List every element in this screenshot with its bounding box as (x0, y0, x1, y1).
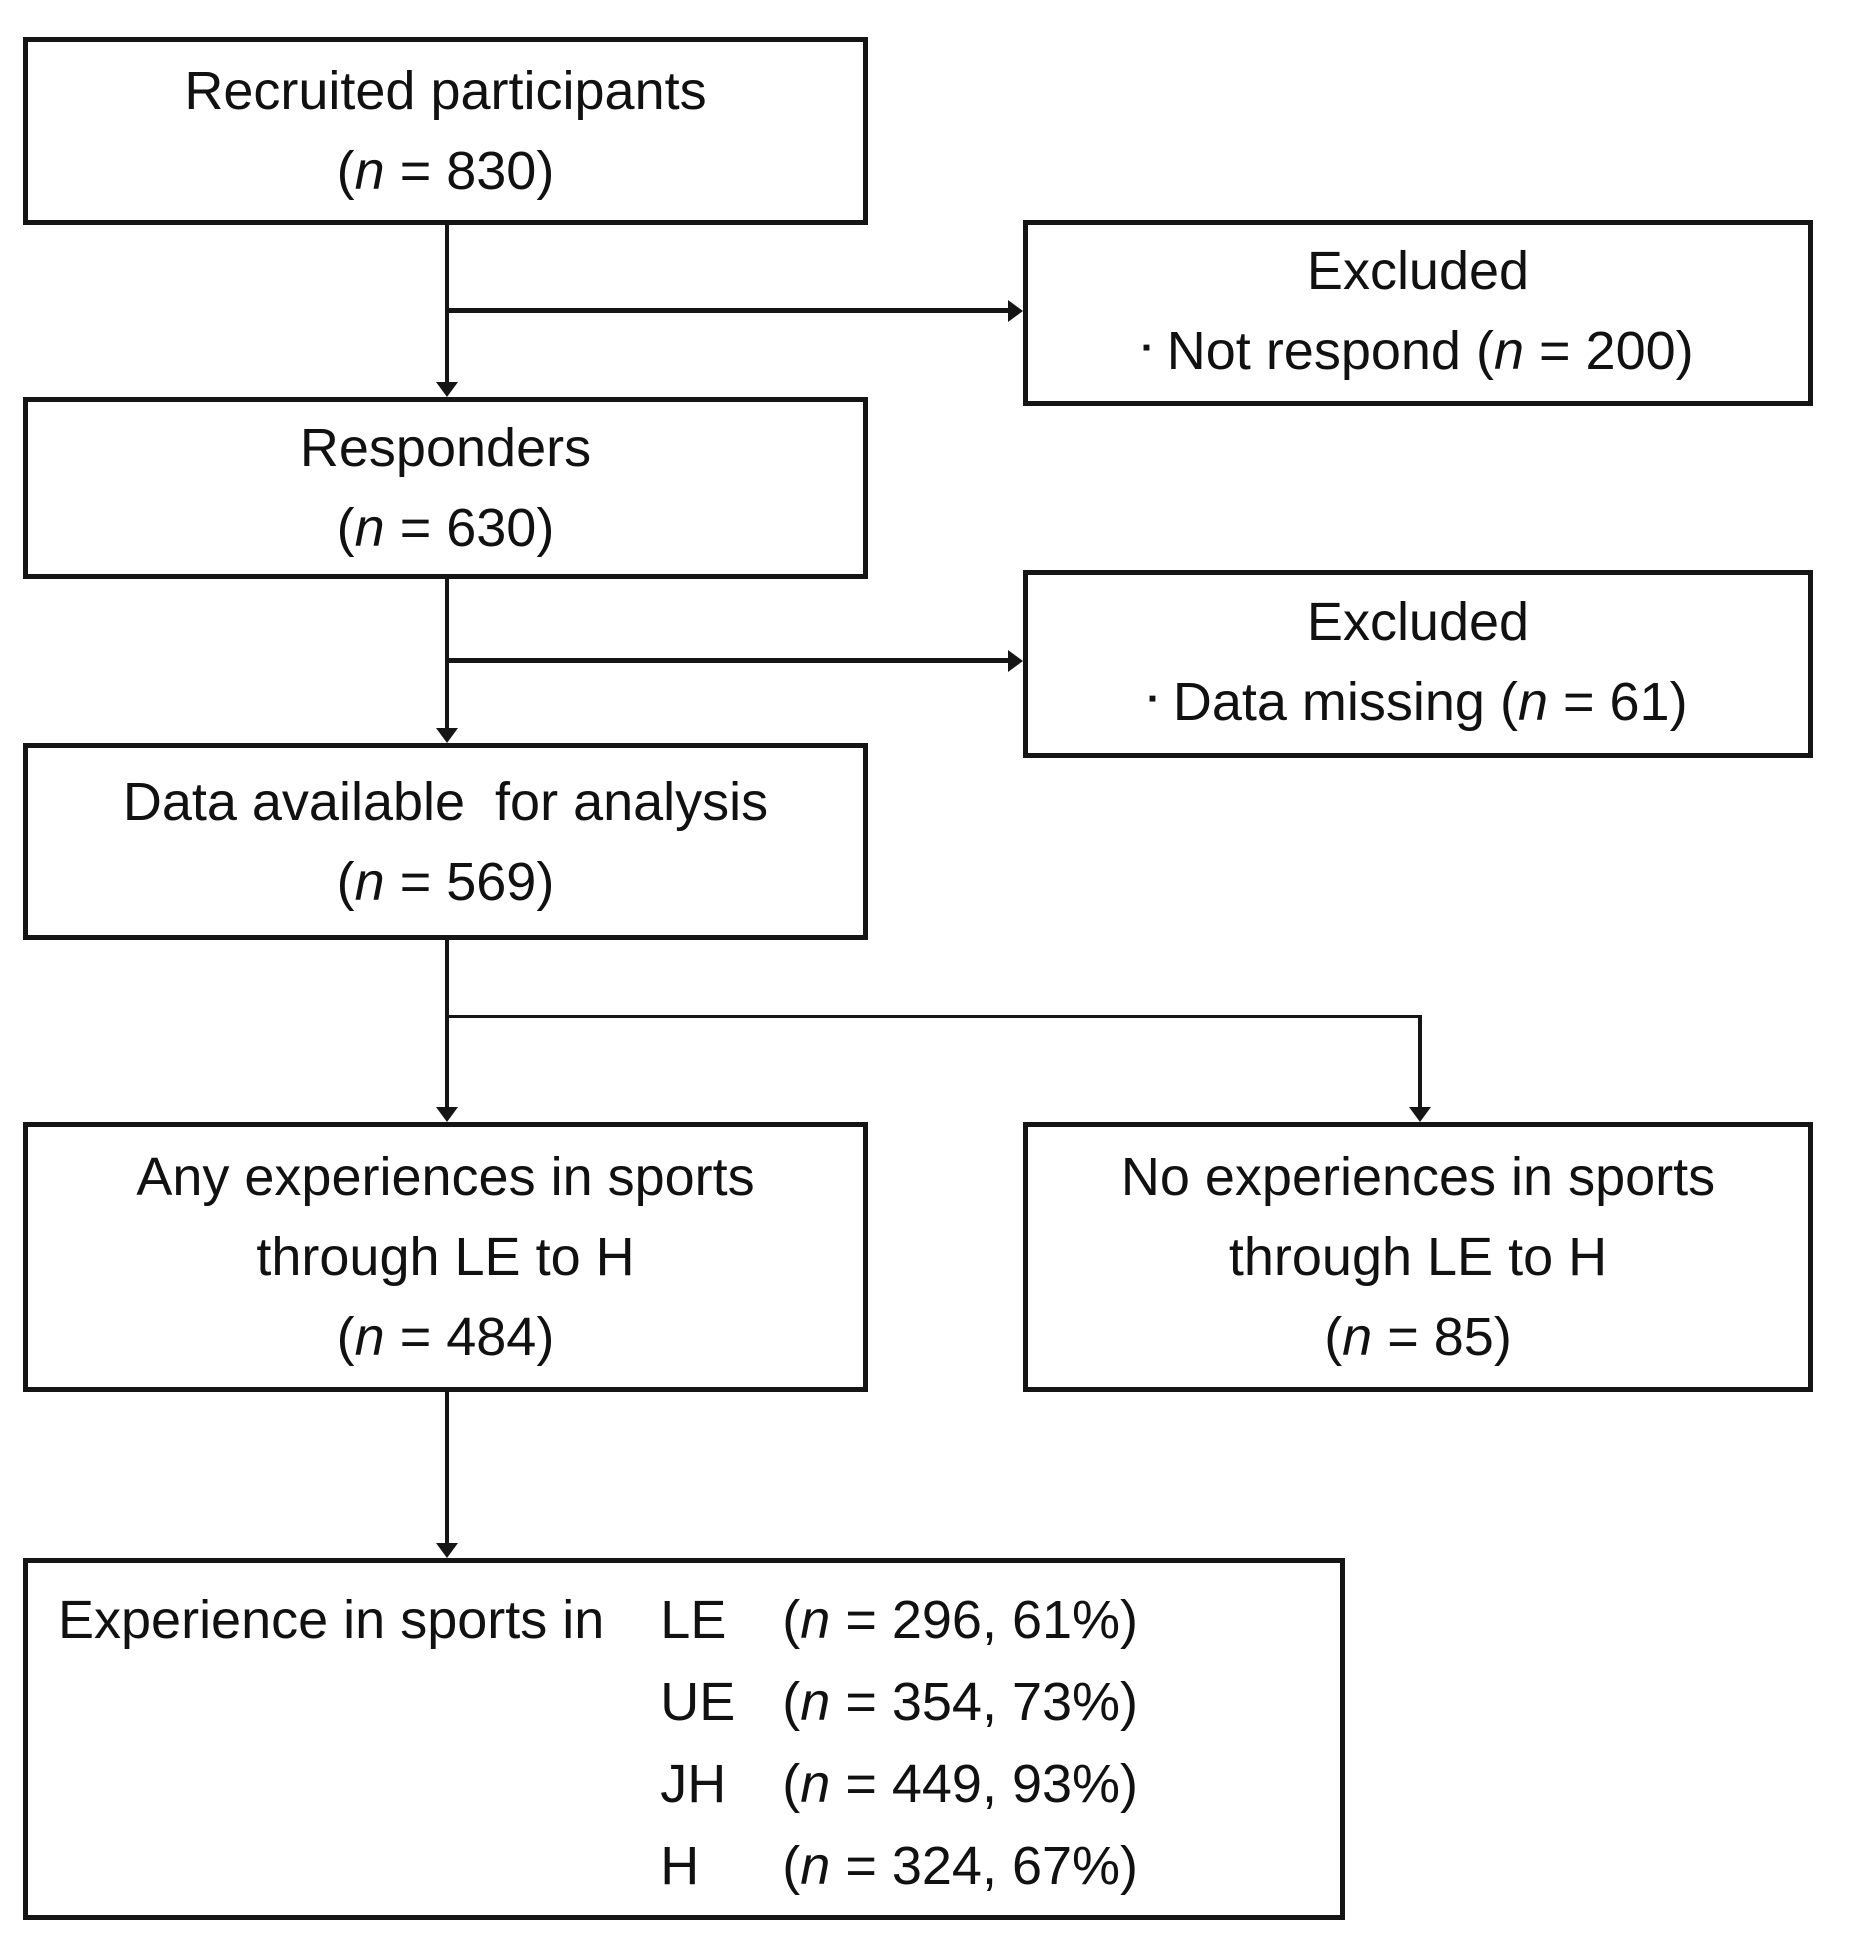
box-any-experiences: Any experiences in sports through LE to … (23, 1122, 868, 1392)
count-line: (n = 569) (336, 851, 555, 912)
square-bullet-icon: ▪ (1148, 684, 1157, 712)
box-title: Responders (299, 418, 592, 478)
experience-row: H (n = 324, 67%) (660, 1825, 1138, 1907)
n-symbol: n (354, 498, 385, 558)
count-line: (n = 830) (336, 141, 555, 201)
n-symbol: n (800, 1672, 831, 1732)
box-title: No experiences in sports (1120, 1147, 1716, 1207)
arrowhead-down-icon (436, 728, 458, 743)
excluded-item: ▪Not respond (n = 200) (1142, 311, 1693, 395)
box-recruited-participants: Recruited participants (n = 830) (23, 37, 868, 225)
n-symbol: n (1493, 321, 1524, 382)
experience-row: JH (n = 449, 93%) (660, 1743, 1138, 1825)
arrowhead-down-icon (436, 382, 458, 397)
box-data-available: Data available for analysis (n = 569) (23, 743, 868, 940)
square-bullet-icon: ▪ (1142, 333, 1151, 361)
arrowhead-down-icon (436, 1107, 458, 1122)
experience-row: UE (n = 354, 73%) (660, 1661, 1138, 1743)
n-symbol: n (354, 851, 385, 912)
n-symbol: n (354, 1307, 385, 1367)
arrowhead-right-icon (1008, 300, 1023, 322)
count-line: (n = 85) (1324, 1307, 1512, 1367)
branch-no-exp-horizontal (447, 1015, 1422, 1018)
connector-recruited-to-responders (445, 225, 449, 385)
branch-excluded-2 (447, 658, 1010, 663)
box-title: Excluded (1306, 241, 1530, 302)
row-count: (n = 296, 61%) (782, 1590, 1139, 1650)
box-excluded-data-missing: Excluded ▪Data missing (n = 61) (1023, 570, 1813, 758)
connector-responders-to-available (445, 579, 449, 729)
school-level: LE (660, 1590, 727, 1650)
excluded-item: ▪Data missing (n = 61) (1148, 662, 1687, 746)
box-experience-detail: Experience in sports in LE (n = 296, 61%… (23, 1558, 1345, 1920)
connector-anyexp-to-experience (445, 1392, 449, 1545)
box-title-line2: through LE to H (1228, 1227, 1608, 1287)
n-symbol: n (354, 141, 385, 201)
n-symbol: n (1342, 1307, 1373, 1367)
box-responders: Responders (n = 630) (23, 397, 868, 579)
n-symbol: n (800, 1590, 831, 1650)
row-count: (n = 354, 73%) (782, 1672, 1139, 1732)
box-title-line2: through LE to H (256, 1227, 635, 1287)
school-level: UE (660, 1672, 736, 1732)
experience-label: Experience in sports in (58, 1590, 605, 1650)
n-symbol: n (1517, 672, 1548, 733)
box-title: Excluded (1306, 592, 1530, 653)
n-symbol: n (800, 1754, 831, 1814)
arrowhead-down-icon (436, 1543, 458, 1558)
box-title: Data available for analysis (122, 771, 769, 832)
experience-row: LE (n = 296, 61%) (660, 1579, 1138, 1661)
branch-excluded-1 (447, 308, 1010, 313)
row-count: (n = 449, 93%) (782, 1754, 1139, 1814)
branch-no-exp-vertical (1418, 1015, 1422, 1110)
box-no-experiences: No experiences in sports through LE to H… (1023, 1122, 1813, 1392)
row-count: (n = 324, 67%) (782, 1836, 1139, 1896)
arrowhead-down-icon (1409, 1107, 1431, 1122)
box-excluded-not-respond: Excluded ▪Not respond (n = 200) (1023, 220, 1813, 406)
experience-rows: LE (n = 296, 61%) UE (n = 354, 73%) JH (… (660, 1579, 1138, 1907)
box-title: Recruited participants (184, 61, 707, 121)
arrowhead-right-icon (1008, 650, 1023, 672)
connector-available-to-anyexp (445, 940, 449, 1110)
count-line: (n = 630) (336, 498, 555, 558)
n-symbol: n (800, 1836, 831, 1896)
box-title: Any experiences in sports (136, 1147, 755, 1207)
school-level: JH (660, 1754, 727, 1814)
school-level: H (660, 1836, 700, 1896)
count-line: (n = 484) (336, 1307, 555, 1367)
